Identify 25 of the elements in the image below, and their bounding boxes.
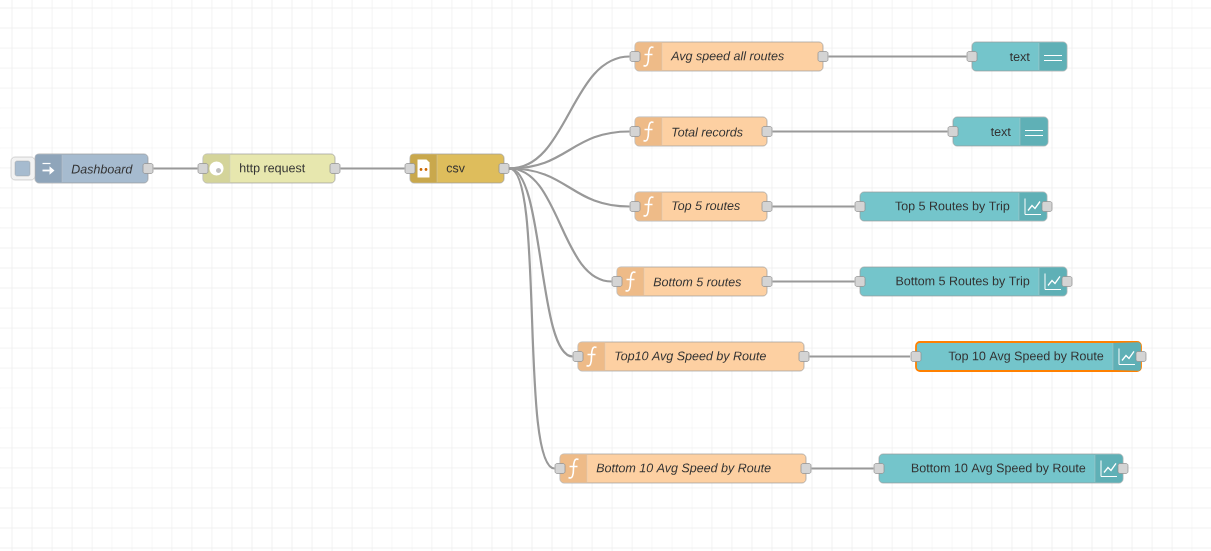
flow-node: Bottom 10 Avg Speed by Route: [559, 453, 807, 484]
flow-node: csv: [409, 153, 505, 184]
connector: [509, 167, 612, 283]
flow-node: Avg speed all routes: [634, 41, 824, 72]
flow-node: Total records: [634, 116, 768, 147]
connector: [811, 467, 874, 470]
connector: [508, 167, 556, 470]
flow-node: Bottom 5 routes: [616, 266, 768, 297]
flow-node: text: [971, 41, 1068, 72]
flow-node: text: [952, 116, 1049, 147]
flow-node: Dashboard: [10, 153, 149, 184]
flow-node: Bottom 10 Avg Speed by Route: [878, 453, 1124, 484]
flow-node: Top 10 Avg Speed by Route: [915, 341, 1142, 372]
connector: [828, 55, 967, 58]
connector: [772, 205, 855, 208]
flow-node: Top 5 Routes by Trip: [859, 191, 1048, 222]
flow-node: http request: [202, 153, 336, 184]
connector: [340, 167, 405, 170]
flow-node: Top 5 routes: [634, 191, 768, 222]
connector: [772, 130, 948, 133]
connector: [809, 355, 911, 358]
flow-node: Top10 Avg Speed by Route: [577, 341, 805, 372]
flow-node: Bottom 5 Routes by Trip: [859, 266, 1068, 297]
connector: [772, 280, 855, 283]
connector: [153, 167, 198, 170]
